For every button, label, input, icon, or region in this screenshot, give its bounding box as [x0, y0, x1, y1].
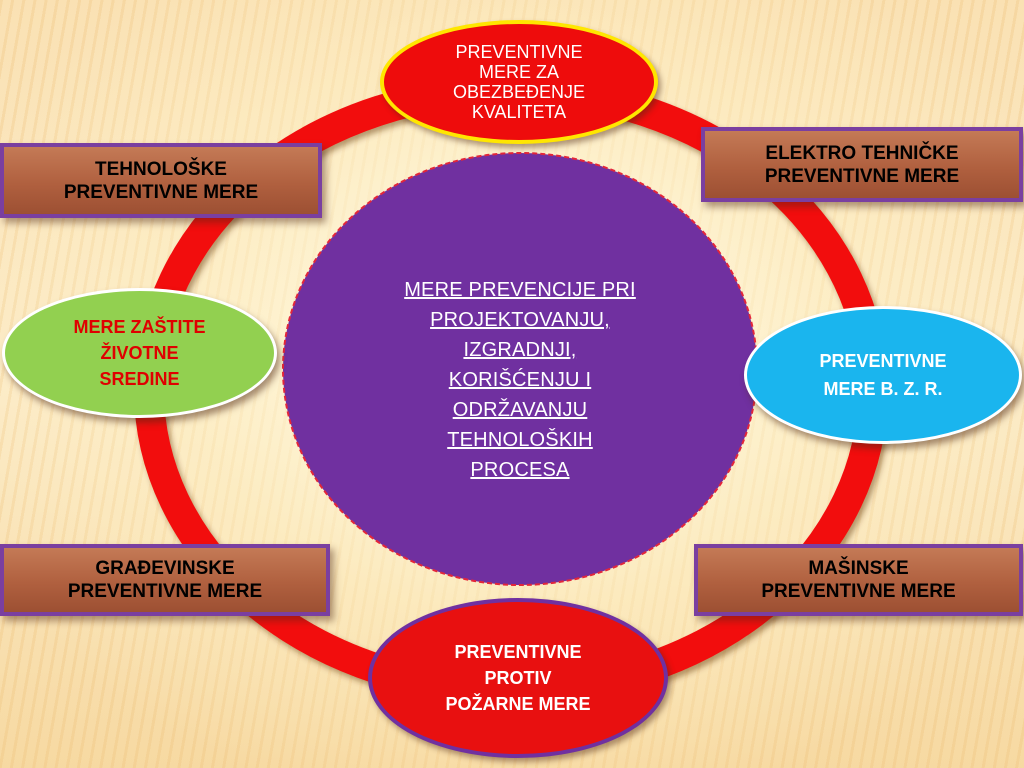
center-label: MERE PREVENCIJE PRI PROJEKTOVANJU, IZGRA… — [330, 255, 710, 505]
box-line: PREVENTIVNE MERE — [67, 581, 263, 602]
left-line: ŽIVOTNE — [100, 343, 179, 363]
box-line: TEHNOLOŠKE — [95, 158, 227, 180]
box-line: PREVENTIVNE MERE — [761, 581, 956, 602]
center-line: IZGRADNJI, — [463, 339, 577, 361]
center-line: MERE PREVENCIJE PRI — [404, 279, 636, 301]
left-line: SREDINE — [99, 369, 180, 389]
top-ellipse-quality: PREVENTIVNE MERE ZA OBEZBEĐENJE KVALITET… — [380, 20, 658, 144]
center-line: PROJEKTOVANJU, — [430, 309, 610, 331]
box-mechanical: MAŠINSKE PREVENTIVNE MERE — [694, 544, 1023, 616]
box-electrotechnical: ELEKTRO TEHNIČKE PREVENTIVNE MERE — [701, 127, 1023, 202]
box-line: PREVENTIVNE MERE — [63, 181, 259, 203]
center-line: TEHNOLOŠKIH — [447, 429, 593, 451]
bottom-ellipse-fire: PREVENTIVNE PROTIV POŽARNE MERE — [368, 598, 668, 758]
box-line: GRAĐEVINSKE — [95, 558, 235, 579]
box-line: MAŠINSKE — [808, 558, 909, 579]
top-line: OBEZBEĐENJE — [452, 82, 586, 102]
top-line: KVALITETA — [471, 102, 567, 122]
right-line: MERE B. Z. R. — [823, 379, 943, 399]
center-line: ODRŽAVANJU — [452, 399, 588, 421]
box-technological: TEHNOLOŠKE PREVENTIVNE MERE — [0, 143, 322, 218]
top-line: PREVENTIVNE — [455, 42, 583, 62]
right-line: PREVENTIVNE — [819, 351, 947, 371]
center-line: PROCESA — [470, 459, 570, 481]
box-construction: GRAĐEVINSKE PREVENTIVNE MERE — [0, 544, 330, 616]
bottom-line: PROTIV — [484, 668, 552, 688]
box-line: ELEKTRO TEHNIČKE — [765, 142, 959, 164]
left-ellipse-environment: MERE ZAŠTITE ŽIVOTNE SREDINE — [2, 288, 277, 418]
left-line: MERE ZAŠTITE — [73, 317, 206, 337]
box-line: PREVENTIVNE MERE — [764, 165, 960, 187]
bottom-line: POŽARNE MERE — [445, 694, 591, 714]
top-line: MERE ZA — [478, 62, 559, 82]
bottom-line: PREVENTIVNE — [454, 642, 582, 662]
center-line: KORIŠĆENJU I — [448, 369, 592, 391]
right-ellipse-bzr: PREVENTIVNE MERE B. Z. R. — [744, 306, 1022, 444]
